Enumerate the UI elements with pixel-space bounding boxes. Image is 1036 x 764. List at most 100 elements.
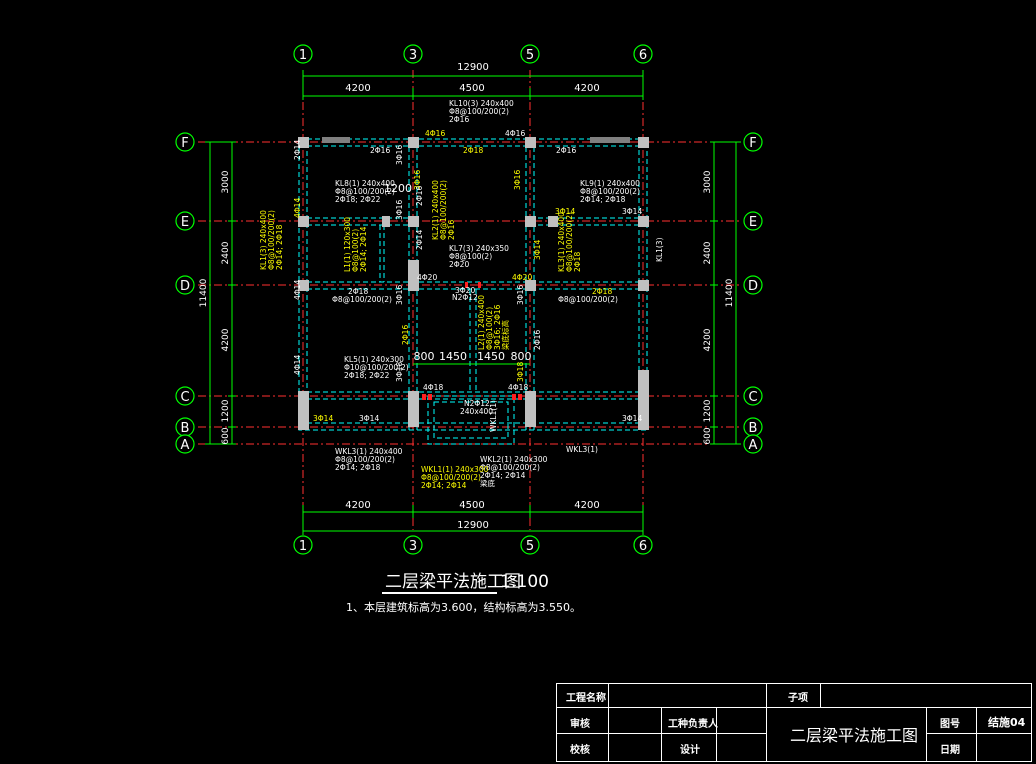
- dim-right-4: 1200: [703, 399, 713, 422]
- bar-label: 3Φ18: [516, 362, 525, 382]
- axis-top-6-circle: [633, 44, 653, 64]
- wkl2-line2: Φ8@100/200(2): [480, 463, 540, 472]
- wkl1-line1: WKL1(1) 240x300: [421, 465, 489, 474]
- bar-label: 4Φ14: [293, 280, 302, 300]
- kl9-line1: KL9(1) 240x400: [580, 179, 640, 188]
- dim-left-1: 3000: [221, 170, 231, 193]
- red-markers: [422, 282, 522, 400]
- review-label: 审核: [570, 719, 590, 730]
- bar-label: 3Φ16: [395, 285, 404, 305]
- wkl3a-line3: 2Φ14; 2Φ18: [335, 463, 381, 472]
- axis-top-1: 1: [299, 48, 307, 63]
- axis-right-E-circle: [743, 211, 763, 231]
- dim-left-4: 1200: [221, 399, 231, 422]
- drawing-no: 结施04: [988, 716, 1026, 729]
- axis-right-D-circle: [743, 275, 763, 295]
- axis-top-5: 5: [526, 48, 534, 63]
- drawing-scale: 1:100: [500, 572, 549, 592]
- axis-right-C-circle: [743, 386, 763, 406]
- bar-label: 2Φ18: [348, 287, 368, 296]
- kl10-line2: Φ8@100/200(2): [449, 107, 509, 116]
- stir-left: Φ8@100/200(2): [332, 295, 392, 304]
- dim-bottom-1: 4200: [345, 500, 370, 511]
- kl10-line3: 2Φ16: [449, 115, 469, 124]
- kl8-line1: KL8(1) 240x400: [335, 179, 395, 188]
- dim-mid-4: 800: [511, 350, 532, 363]
- bar-label: 4Φ16: [505, 129, 525, 138]
- axis-left-B: B: [181, 421, 190, 436]
- axis-left-D-circle: [175, 275, 195, 295]
- dimension-lines: [205, 70, 741, 535]
- bar-label: 4Φ16: [425, 129, 445, 138]
- bar-label: 3Φ16: [513, 170, 522, 190]
- bar-label: 2Φ18: [592, 287, 612, 296]
- kl8-line3: 2Φ18; 2Φ22: [335, 195, 381, 204]
- axis-top-3: 3: [409, 48, 417, 63]
- axis-bottom-6-circle: [633, 535, 653, 555]
- dim-left-5: 600: [221, 427, 231, 444]
- bar-label: 3Φ14: [533, 240, 542, 260]
- kl7-line3: 2Φ20: [449, 260, 469, 269]
- stir-right: Φ8@100/200(2): [558, 295, 618, 304]
- axis-right-F: F: [749, 136, 756, 151]
- axis-bottom-1: 1: [299, 539, 307, 554]
- axis-left-E-circle: [175, 211, 195, 231]
- dim-bottom-3: 4200: [574, 500, 599, 511]
- kl8-line2: Φ8@100/200(2): [335, 187, 395, 196]
- dim-mid-1: 800: [414, 350, 435, 363]
- wkl1-line2: Φ8@100/200(2): [421, 473, 481, 482]
- bar-label: 3Φ16: [395, 145, 404, 165]
- axis-left-C: C: [180, 390, 189, 405]
- dim-right-3: 4200: [703, 328, 713, 351]
- bar-label: 4Φ14: [293, 198, 302, 218]
- rebar-labels: WKL1(1) 240x300 Φ8@100/200(2) 2Φ14; 2Φ14…: [259, 180, 582, 490]
- bar-label: 2Φ16: [556, 146, 576, 155]
- bar-label: 3Φ14: [313, 414, 333, 423]
- axis-right-D: D: [748, 279, 758, 294]
- design-label: 设计: [680, 745, 700, 756]
- kl3-line2: Φ8@100/200(2): [565, 212, 574, 272]
- axis-bottom-3: 3: [409, 539, 417, 554]
- bar-label: 3Φ14: [622, 207, 642, 216]
- kl2-line2: Φ8@100/200(2): [439, 180, 448, 240]
- axis-bottom-5-circle: [520, 535, 540, 555]
- kl5-line3: 2Φ18; 2Φ22: [344, 371, 390, 380]
- bar-label: 3Φ14: [555, 207, 575, 216]
- dim-top-2: 4500: [459, 83, 484, 94]
- dim-right-2: 2400: [703, 241, 713, 264]
- bar-label: 2Φ14: [415, 230, 424, 250]
- bar-label: 3Φ16: [413, 170, 422, 190]
- kl5-line2: Φ10@100/200(2): [344, 363, 409, 372]
- bar-label: 2Φ18: [463, 146, 483, 155]
- wkl1-vertical: WKL1(1): [489, 400, 498, 432]
- bar-label: 2Φ16: [401, 325, 410, 345]
- l1-line2: Φ8@100(2): [351, 229, 360, 272]
- dim-top-1: 4200: [345, 83, 370, 94]
- dim-top-3: 4200: [574, 83, 599, 94]
- kl10-line1: KL10(3) 240x400: [449, 99, 514, 108]
- wkl2-line4: 梁底: [480, 478, 495, 488]
- kl5-line1: KL5(1) 240x300: [344, 355, 404, 364]
- bar-label: 4Φ20: [512, 273, 532, 282]
- l2-line4: 梁底标高: [500, 320, 510, 350]
- wkl3a-line2: Φ8@100/200(2): [335, 455, 395, 464]
- kl1-left-line1: KL1(3) 240x400: [259, 210, 268, 270]
- dim-mid-3: 1450: [477, 350, 505, 363]
- l2-line1: L2(1) 240x400: [477, 295, 486, 350]
- window-hatches: [322, 137, 630, 143]
- axis-left-F-circle: [175, 132, 195, 152]
- n2b-size: 240x400: [460, 407, 493, 416]
- wkl2-line1: WKL2(1) 240x300: [480, 455, 548, 464]
- dim-right-1: 3000: [703, 170, 713, 193]
- l2-line2: Φ8@100(2): [485, 307, 494, 350]
- kl1-left-line2: Φ8@100/200(2): [267, 210, 276, 270]
- bar-label: 3Φ16: [516, 285, 525, 305]
- axis-right-B: B: [749, 421, 758, 436]
- dimension-text: 12900 4200 4500 4200 4200 4500 4200 1290…: [199, 62, 735, 531]
- bar-label: 3Φ16: [395, 200, 404, 220]
- axis-top-3-circle: [403, 44, 423, 64]
- axis-right-F-circle: [743, 132, 763, 152]
- bar-label: 3Φ14: [622, 414, 642, 423]
- kl2-line3: 2Φ16: [447, 220, 456, 240]
